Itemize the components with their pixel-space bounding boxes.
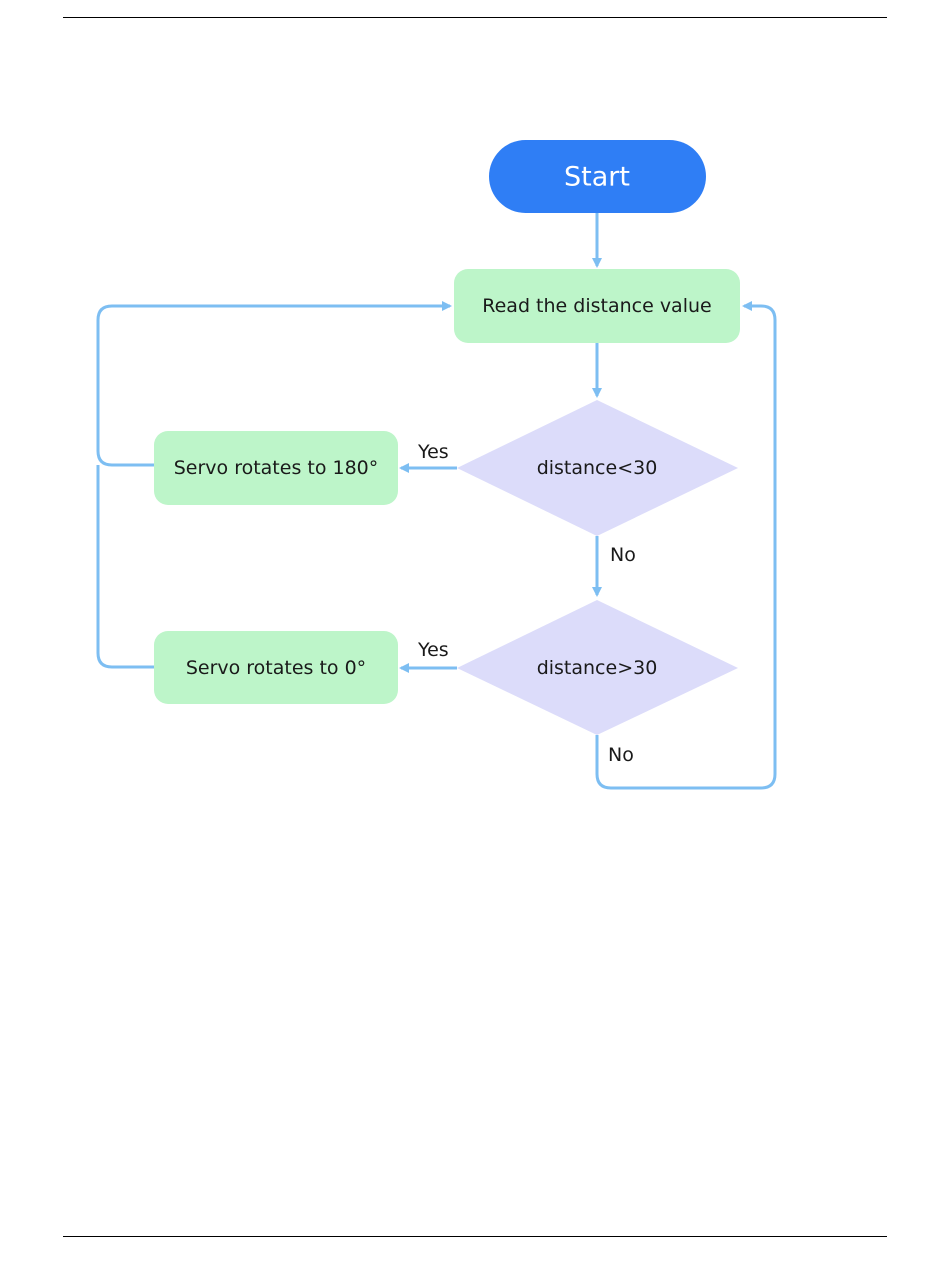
servo-0-node: Servo rotates to 0° <box>154 631 398 704</box>
decision-less-label: distance<30 <box>537 457 658 479</box>
servo-180-label: Servo rotates to 180° <box>174 457 379 479</box>
edge-servo-0-loop <box>98 465 154 667</box>
start-label: Start <box>564 162 630 193</box>
edge-label-less-yes: Yes <box>417 441 449 463</box>
edge-label-greater-no: No <box>608 744 634 766</box>
footer-rule <box>63 1236 887 1237</box>
decision-less-node: distance<30 <box>457 400 738 536</box>
edge-label-greater-yes: Yes <box>417 639 449 661</box>
read-distance-label: Read the distance value <box>482 295 711 317</box>
read-distance-node: Read the distance value <box>454 269 740 343</box>
servo-0-label: Servo rotates to 0° <box>186 657 366 679</box>
servo-180-node: Servo rotates to 180° <box>154 431 398 505</box>
start-node: Start <box>489 140 706 213</box>
decision-greater-node: distance>30 <box>457 600 738 735</box>
edge-label-less-no: No <box>610 544 636 566</box>
decision-greater-label: distance>30 <box>537 657 658 679</box>
